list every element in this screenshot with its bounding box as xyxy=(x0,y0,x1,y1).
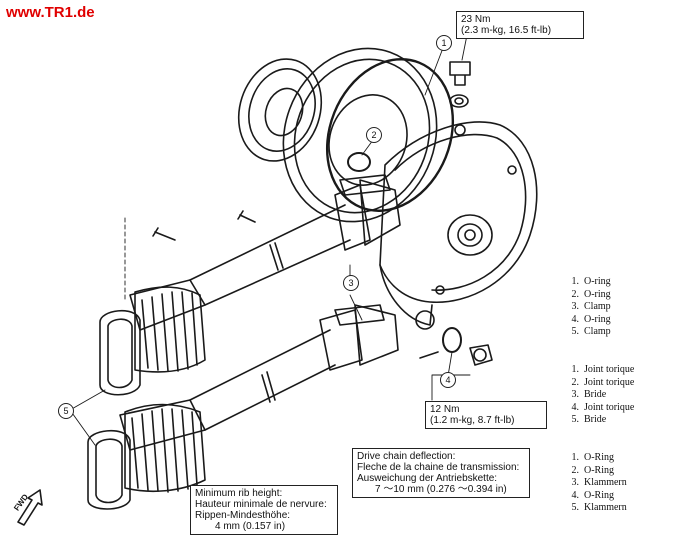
legend-fr-item: 1.Joint torique xyxy=(571,364,635,375)
final-drive-housing xyxy=(379,121,538,330)
legend-fr-item: 5.Bride xyxy=(571,414,607,425)
legend-en-item: 2.O-ring xyxy=(571,288,611,300)
chain-deflection-box: Drive chain deflection: Fleche de la cha… xyxy=(352,448,530,498)
legend-de-item: 1.O-Ring xyxy=(571,452,615,463)
callout-1: 1 xyxy=(436,35,452,51)
chain-line-2: Fleche de la chaine de transmission: xyxy=(357,462,520,473)
lower-shaft-tube xyxy=(119,304,399,451)
rib-line-4: 4 mm (0.157 in) xyxy=(215,521,286,532)
legend-fr-item: 2.Joint torique xyxy=(571,376,635,388)
legend-en-item: 1.O-ring xyxy=(571,276,611,287)
callout-5: 5 xyxy=(58,403,74,419)
legend-fr-item: 4.Joint torique xyxy=(571,401,635,413)
chain-line-3: Ausweichung der Antriebskette: xyxy=(357,473,498,484)
o-ring-1 xyxy=(325,58,455,212)
legend-english: 1.O-ring 2.O-ring 3.Clamp 4.O-ring 5.Cla… xyxy=(566,276,611,339)
legend-en-item: 5.Clamp xyxy=(571,326,611,337)
legend-de-item: 4.O-Ring xyxy=(571,489,615,501)
clamp-3 xyxy=(334,174,391,326)
hub-flange xyxy=(237,58,323,162)
callout-2: 2 xyxy=(366,127,382,143)
rib-line-3: Rippen-Mindesthöhe: xyxy=(195,510,291,521)
torque-spec-bottom: 12 Nm (1.2 m-kg, 8.7 ft-lb) xyxy=(425,401,547,429)
legend-fr-item: 3.Bride xyxy=(571,389,607,400)
o-ring-2 xyxy=(347,152,371,172)
legend-french: 1.Joint torique 2.Joint torique 3.Bride … xyxy=(566,364,635,427)
lower-dust-boot xyxy=(87,403,206,510)
callout-4: 4 xyxy=(440,372,456,388)
legend-german: 1.O-Ring 2.O-Ring 3.Klammern 4.O-Ring 5.… xyxy=(566,452,627,515)
chain-line-1: Drive chain deflection: xyxy=(357,451,456,462)
legend-de-item: 3.Klammern xyxy=(571,477,627,488)
chain-line-4: 7 ～10 mm (0.276 ～0.394 in) xyxy=(375,484,507,495)
torque-top-conversion: (2.3 m-kg, 16.5 ft-lb) xyxy=(461,25,552,36)
site-watermark: www.TR1.de xyxy=(6,4,95,21)
upper-dust-boot xyxy=(99,286,206,396)
rib-line-2: Hauteur minimale de nervure: xyxy=(195,499,327,510)
torque-top-value: 23 Nm xyxy=(461,14,491,25)
torque-bottom-conversion: (1.2 m-kg, 8.7 ft-lb) xyxy=(430,415,515,426)
callout-3: 3 xyxy=(343,275,359,291)
rib-height-box: Minimum rib height: Hauteur minimale de … xyxy=(190,485,338,535)
legend-de-item: 5.Klammern xyxy=(571,502,627,513)
front-arrow-icon xyxy=(17,489,43,526)
torque-spec-top: 23 Nm (2.3 m-kg, 16.5 ft-lb) xyxy=(456,11,584,39)
legend-de-item: 2.O-Ring xyxy=(571,464,615,476)
rib-line-1: Minimum rib height: xyxy=(195,488,283,499)
torque-bottom-value: 12 Nm xyxy=(430,404,460,415)
legend-en-item: 3.Clamp xyxy=(571,301,611,312)
legend-en-item: 4.O-ring xyxy=(571,313,611,325)
